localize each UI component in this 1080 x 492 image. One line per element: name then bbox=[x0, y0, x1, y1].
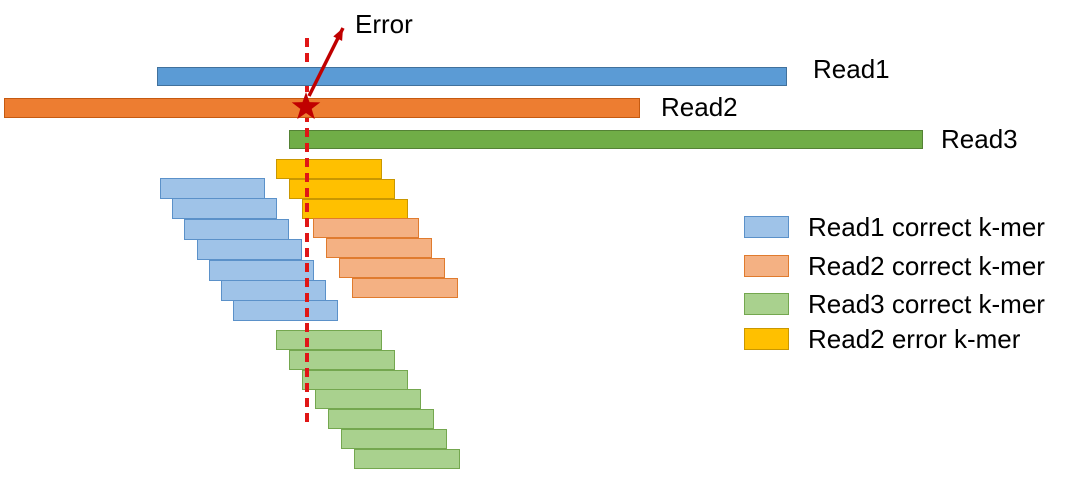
read2-label: Read2 bbox=[661, 92, 738, 122]
read2-correct-kmer-1 bbox=[313, 218, 419, 238]
read2-correct-kmer-4 bbox=[352, 278, 458, 298]
legend-item-2: Read2 correct k-mer bbox=[744, 252, 1045, 280]
legend-label-2: Read2 correct k-mer bbox=[808, 251, 1045, 281]
legend-swatch-4 bbox=[744, 328, 789, 350]
legend-item-3: Read3 correct k-mer bbox=[744, 290, 1045, 318]
read3-correct-kmer-2 bbox=[289, 349, 395, 370]
legend-label-1: Read1 correct k-mer bbox=[808, 212, 1045, 242]
legend-swatch-2 bbox=[744, 255, 789, 277]
read3-correct-kmer-5 bbox=[328, 409, 434, 430]
read2-error-kmer-2 bbox=[289, 179, 395, 199]
read3-bar bbox=[289, 130, 923, 149]
read1-correct-kmer-7 bbox=[233, 300, 339, 322]
read3-label: Read3 bbox=[941, 124, 1018, 154]
read2-bar bbox=[4, 98, 640, 118]
error-label: Error bbox=[355, 9, 413, 39]
legend-item-1: Read1 correct k-mer bbox=[744, 213, 1045, 241]
read3-correct-kmer-1 bbox=[276, 330, 382, 350]
legend-swatch-1 bbox=[744, 216, 789, 238]
legend-label-3: Read3 correct k-mer bbox=[808, 289, 1045, 319]
read3-correct-kmer-3 bbox=[302, 369, 408, 390]
read1-label: Read1 bbox=[813, 54, 890, 84]
legend-item-4: Read2 error k-mer bbox=[744, 325, 1020, 353]
legend-swatch-3 bbox=[744, 293, 789, 315]
read2-correct-kmer-3 bbox=[339, 258, 445, 278]
read2-correct-kmer-2 bbox=[326, 238, 432, 258]
read3-correct-kmer-6 bbox=[341, 429, 447, 449]
read3-correct-kmer-7 bbox=[354, 448, 460, 469]
read2-error-kmer-1 bbox=[276, 159, 382, 179]
legend-label-4: Read2 error k-mer bbox=[808, 324, 1021, 354]
read3-correct-kmer-4 bbox=[315, 389, 421, 410]
